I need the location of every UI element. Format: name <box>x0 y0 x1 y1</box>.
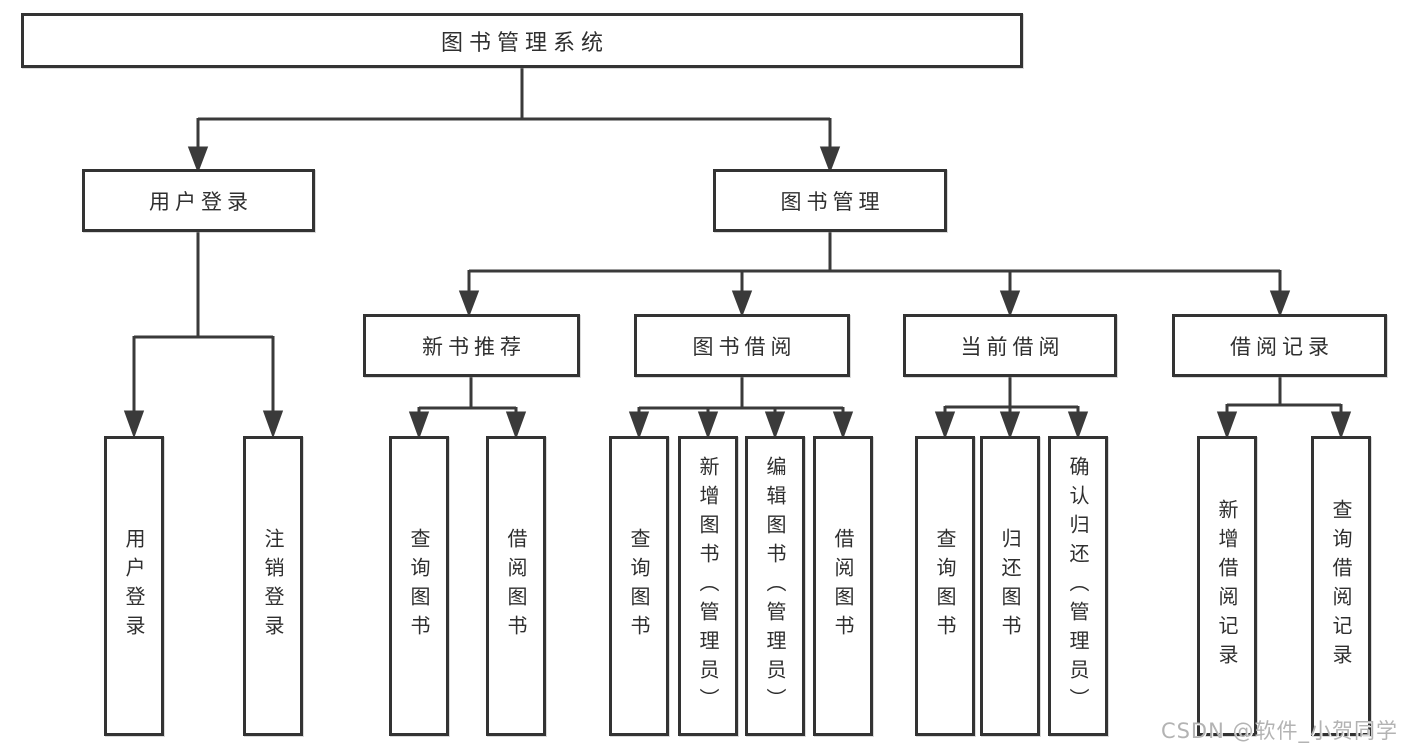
leaf-query-books-borrowing: 查询图书 <box>609 436 669 736</box>
node-borrowing-records: 借阅记录 <box>1172 314 1387 377</box>
leaf-query-books-current: 查询图书 <box>915 436 975 736</box>
connector-user-login-to-leaves <box>123 232 284 439</box>
leaf-label: 注销登录 <box>261 528 285 644</box>
node-book-management: 图书管理 <box>713 169 947 232</box>
leaf-borrow-books-borrowing: 借阅图书 <box>813 436 873 736</box>
node-label: 图书管理系统 <box>440 30 609 56</box>
leaf-label: 借阅图书 <box>504 528 528 644</box>
node-label: 新书推荐 <box>422 334 526 359</box>
node-label: 用户登录 <box>149 189 253 214</box>
leaf-label: 借阅图书 <box>831 528 855 644</box>
node-label: 图书管理 <box>780 189 885 214</box>
leaf-add-borrow-record: 新增借阅记录 <box>1197 436 1257 736</box>
leaf-label: 查询借阅记录 <box>1329 499 1353 673</box>
leaf-label: 查询图书 <box>407 528 431 644</box>
node-user-login: 用户登录 <box>82 169 315 232</box>
connector-borrow-to-leaves <box>628 377 854 440</box>
leaf-label: 确认归还（管理员） <box>1066 455 1090 717</box>
leaf-user-login: 用户登录 <box>104 436 164 736</box>
connector-records-to-leaves <box>1216 377 1352 440</box>
leaf-edit-book-admin: 编辑图书（管理员） <box>745 436 805 736</box>
leaf-label: 编辑图书（管理员） <box>763 455 787 717</box>
leaf-label: 新增图书（管理员） <box>696 455 720 717</box>
leaf-label: 查询图书 <box>933 528 957 644</box>
csdn-watermark: CSDN @软件_小贺同学 <box>1160 719 1398 743</box>
connector-book-mgmt-to-level2 <box>458 232 1291 318</box>
leaf-return-books: 归还图书 <box>980 436 1040 736</box>
leaf-label: 用户登录 <box>122 528 146 644</box>
node-library-management-system: 图书管理系统 <box>21 13 1023 68</box>
leaf-label: 新增借阅记录 <box>1215 499 1239 673</box>
node-book-borrowing: 图书借阅 <box>634 314 850 377</box>
leaf-query-borrow-record: 查询借阅记录 <box>1311 436 1371 736</box>
leaf-add-book-admin: 新增图书（管理员） <box>678 436 738 736</box>
node-current-borrowing: 当前借阅 <box>903 314 1117 377</box>
node-label: 借阅记录 <box>1230 334 1334 359</box>
leaf-query-books-recommend: 查询图书 <box>389 436 449 736</box>
connector-current-to-leaves <box>934 377 1089 440</box>
connector-root-to-level1 <box>187 68 841 174</box>
node-label: 图书借阅 <box>692 334 797 359</box>
leaf-label: 查询图书 <box>627 528 651 644</box>
leaf-label: 归还图书 <box>998 528 1022 644</box>
connector-new-rec-to-leaves <box>408 377 527 440</box>
leaf-confirm-return-admin: 确认归还（管理员） <box>1048 436 1108 736</box>
leaf-logout: 注销登录 <box>243 436 303 736</box>
node-label: 当前借阅 <box>960 334 1065 359</box>
leaf-borrow-books-recommend: 借阅图书 <box>486 436 546 736</box>
node-new-book-recommendation: 新书推荐 <box>363 314 580 377</box>
